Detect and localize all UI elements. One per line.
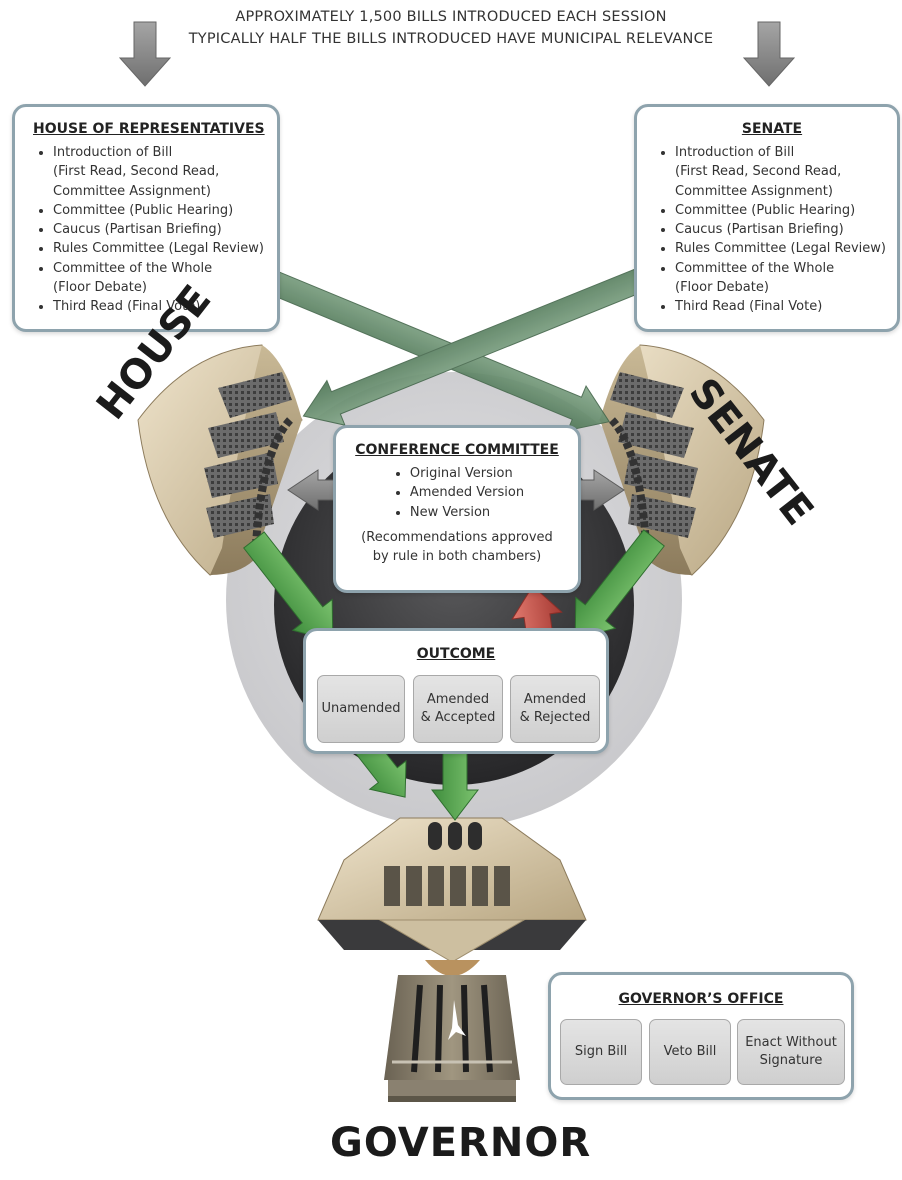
outcome-title: OUTCOME	[416, 646, 496, 662]
conference-version-item: New Version	[410, 503, 524, 522]
house-box-title: HOUSE OF REPRESENTATIVES	[33, 121, 265, 137]
senate-step-item-line: Rules Committee (Legal Review)	[675, 241, 886, 257]
header-line-2: TYPICALLY HALF THE BILLS INTRODUCED HAVE…	[188, 31, 714, 47]
house-chamber-graphic	[137, 344, 303, 576]
top-arrows	[118, 21, 796, 87]
senate-step-item-line: Third Read (Final Vote)	[675, 299, 823, 315]
senate-step-item-line: Introduction of Bill	[675, 145, 795, 160]
house-step-item: Caucus (Partisan Briefing)	[53, 220, 267, 239]
house-steps-list: Introduction of Bill (First Read, Second …	[33, 143, 267, 317]
house-process-box: HOUSE OF REPRESENTATIVES Introduction of…	[12, 104, 280, 332]
senate-step-item-line: (First Read, Second Read,	[675, 164, 842, 180]
house-step-item: Third Read (Final Vote)	[53, 297, 267, 316]
governor-enact-line-1: Enact Without	[745, 1035, 837, 1050]
conference-version-item: Original Version	[410, 464, 524, 483]
governor-sign-bill-label: Sign Bill	[574, 1044, 628, 1059]
senate-box-title: SENATE	[741, 121, 803, 137]
conference-note: (Recommendations approved by rule in bot…	[344, 528, 570, 566]
house-step-item: Rules Committee (Legal Review)	[53, 239, 267, 258]
house-step-item: Committee of the Whole (Floor Debate)	[53, 259, 267, 298]
conference-versions-list: Original VersionAmended VersionNew Versi…	[390, 464, 524, 522]
house-step-item-line: Rules Committee (Legal Review)	[53, 241, 264, 257]
conference-version-item: Amended Version	[410, 483, 524, 502]
conference-version-item-line: Amended Version	[409, 485, 525, 501]
house-step-item-line: Committee (Public Hearing)	[53, 202, 234, 218]
outcome-box: OUTCOME Unamended Amended & Accepted Amen…	[303, 628, 609, 754]
header-line-1: APPROXIMATELY 1,500 BILLS INTRODUCED EAC…	[235, 9, 667, 25]
senate-process-box: SENATE Introduction of Bill (First Read, …	[634, 104, 900, 332]
outcome-unamended-label: Unamended	[321, 701, 401, 716]
house-step-item-line: Introduction of Bill	[53, 145, 173, 160]
senate-step-item: Committee of the Whole (Floor Debate)	[675, 259, 889, 298]
outcome-amended-rejected-line-2: & Rejected	[519, 710, 591, 725]
conference-version-item-line: New Version	[409, 504, 491, 520]
senate-chamber-graphic	[599, 344, 765, 576]
governor-sign-bill: Sign Bill	[560, 1019, 642, 1085]
senate-step-item: Introduction of Bill (First Read, Second …	[675, 143, 889, 201]
governor-podium-graphic	[317, 817, 587, 1102]
house-step-item: Introduction of Bill (First Read, Second …	[53, 143, 267, 201]
governors-office-title: GOVERNOR’S OFFICE	[618, 991, 784, 1007]
conference-note-line-1: (Recommendations approved	[361, 529, 553, 545]
outcome-amended-accepted: Amended & Accepted	[413, 675, 503, 743]
governor-veto-bill-label: Veto Bill	[663, 1044, 717, 1059]
house-step-item-line: Committee Assignment)	[53, 183, 211, 199]
senate-steps-list: Introduction of Bill (First Read, Second …	[655, 143, 889, 317]
house-step-item-line: (First Read, Second Read,	[53, 164, 220, 180]
senate-step-item-line: Committee (Public Hearing)	[675, 202, 856, 218]
senate-step-item: Third Read (Final Vote)	[675, 297, 889, 316]
house-step-item-line: Committee of the Whole	[53, 260, 213, 276]
senate-step-item-line: (Floor Debate)	[675, 280, 769, 296]
house-step-item: Committee (Public Hearing)	[53, 201, 267, 220]
governor-veto-bill: Veto Bill	[649, 1019, 731, 1085]
senate-step-item: Rules Committee (Legal Review)	[675, 239, 889, 258]
outcome-amended-rejected: Amended & Rejected	[510, 675, 600, 743]
conference-version-item-line: Original Version	[409, 466, 513, 481]
governors-office-box: GOVERNOR’S OFFICE Sign Bill Veto Bill En…	[548, 972, 854, 1100]
conference-note-line-2: by rule in both chambers)	[372, 548, 542, 564]
house-step-item-line: (Floor Debate)	[53, 280, 147, 296]
conference-committee-box: CONFERENCE COMMITTEE Original VersionAme…	[333, 425, 581, 593]
senate-step-item: Committee (Public Hearing)	[675, 201, 889, 220]
crossing-arrows	[266, 268, 646, 432]
conference-title: CONFERENCE COMMITTEE	[355, 442, 559, 458]
senate-step-item-line: Committee Assignment)	[675, 183, 833, 199]
senate-step-item: Caucus (Partisan Briefing)	[675, 220, 889, 239]
governor-enact-line-2: Signature	[759, 1053, 823, 1068]
governor-label: GOVERNOR	[330, 1120, 592, 1166]
outcome-amended-accepted-line-1: Amended	[426, 692, 490, 707]
house-step-item-line: Caucus (Partisan Briefing)	[53, 222, 222, 238]
house-step-item-line: Third Read (Final Vote)	[53, 299, 201, 315]
outcome-amended-rejected-line-1: Amended	[523, 692, 587, 707]
outcome-unamended: Unamended	[317, 675, 405, 743]
outcome-amended-accepted-line-2: & Accepted	[420, 710, 496, 725]
senate-step-item-line: Committee of the Whole	[675, 260, 835, 276]
senate-step-item-line: Caucus (Partisan Briefing)	[675, 222, 844, 238]
